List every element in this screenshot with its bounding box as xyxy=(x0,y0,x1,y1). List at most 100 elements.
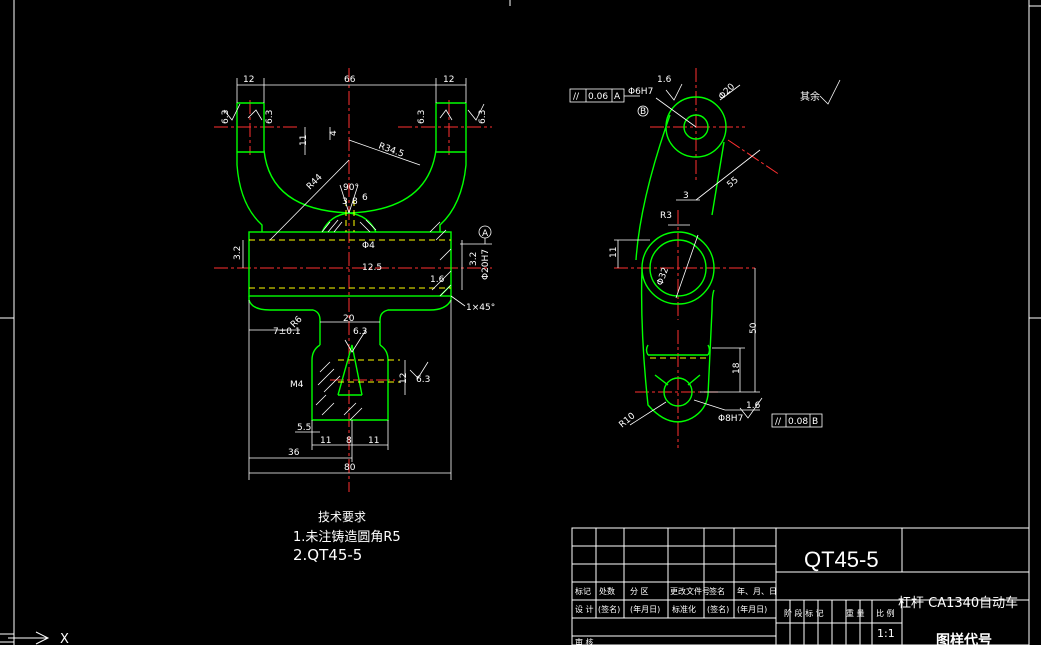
side-dimension-texts: // 0.06 A Φ6H7 1.6 Φ20 B 3 55 R3 11 Φ32 … xyxy=(573,75,820,430)
dim-top-left-12: 12 xyxy=(243,75,254,85)
rough-6-3-mid: 6.3 xyxy=(353,327,367,337)
dim-7: 7±0.1 xyxy=(273,327,301,337)
dim-12-5: 12.5 xyxy=(362,263,382,273)
dim-3-2-right: 3.2 xyxy=(469,252,479,266)
dim-top-right-12: 12 xyxy=(443,75,454,85)
tolerance-box-bottom xyxy=(771,413,823,428)
hdr-change-doc: 更改文件号 xyxy=(670,586,710,596)
front-centerlines xyxy=(214,68,492,492)
standardize-label: 标准化 xyxy=(672,604,696,614)
material-label: QT45-5 xyxy=(804,547,879,572)
tol-top-sym: // xyxy=(573,92,580,102)
dim-small-6: 6 xyxy=(362,193,368,203)
hdr-sign: 签名 xyxy=(709,586,725,596)
dim-r345: R34.5 xyxy=(377,141,405,159)
dim-11b: 11 xyxy=(368,436,379,446)
dim-11: 11 xyxy=(609,247,619,258)
dim-50: 50 xyxy=(749,322,759,334)
circle-b-label: B xyxy=(640,107,646,117)
dim-phi20: Φ20 xyxy=(717,82,737,102)
front-view: 12 66 12 6.3 6.3 6.3 6.3 11 4 R34.5 R44 … xyxy=(214,68,495,492)
ucs-x-label: X xyxy=(60,632,69,645)
datum-a-label: A xyxy=(482,229,489,239)
dim-r44: R44 xyxy=(305,172,325,192)
dim-bore-phi20h7: Φ20H7 xyxy=(481,249,491,280)
front-outline xyxy=(236,102,467,421)
dim-r3: R3 xyxy=(660,211,672,221)
dim-36: 36 xyxy=(288,448,300,458)
dim-55: 55 xyxy=(726,175,741,190)
dim-phi6h7: Φ6H7 xyxy=(628,87,653,97)
front-hidden-lines xyxy=(249,200,451,383)
ucs-icon xyxy=(0,631,50,645)
side-roughness-symbols xyxy=(665,79,841,419)
dim-r10: R10 xyxy=(618,411,638,430)
tol-bot-sym: // xyxy=(775,417,782,427)
datum-a-symbol xyxy=(460,225,492,245)
dim-phi4: Φ4 xyxy=(362,241,375,251)
scale-value: 1:1 xyxy=(877,627,895,640)
dim-80: 80 xyxy=(344,463,356,473)
title-block-texts: QT45-5 杠杆 CA1340自动车 图样代号 标记 处数 分 区 更改文件号… xyxy=(575,547,1018,645)
tech-requirements: 技术要求 1.未注铸造圆角R5 2.QT45-5 xyxy=(293,510,401,564)
tech-req-title: 技术要求 xyxy=(318,510,366,524)
dim-small-8: 8 xyxy=(352,197,358,207)
side-view: // 0.06 A Φ6H7 1.6 Φ20 B 3 55 R3 11 Φ32 … xyxy=(569,68,841,448)
dim-3: 3 xyxy=(683,191,689,201)
stage-mark-label: 阶 段 标 记 xyxy=(784,608,824,618)
weight-label: 重 量 xyxy=(846,608,865,618)
hdr-mark: 标记 xyxy=(575,586,591,596)
tol-bot-ref: B xyxy=(812,417,818,427)
front-hatch xyxy=(315,219,452,421)
design-date: (年月日) xyxy=(630,604,660,614)
front-roughness-symbols xyxy=(223,103,485,379)
standardize-date: (年月日) xyxy=(737,604,767,614)
dim-phi32: Φ32 xyxy=(655,266,671,287)
dim-angle-90: 90° xyxy=(343,183,359,193)
tol-top-val: 0.06 xyxy=(588,92,608,102)
rough-left-inner: 6.3 xyxy=(265,110,275,124)
rough-right-outer: 6.3 xyxy=(478,110,488,124)
dim-m4: M4 xyxy=(290,380,304,390)
dim-11: 11 xyxy=(299,135,309,146)
tech-req-line2: 2.QT45-5 xyxy=(293,546,362,564)
front-dimension-texts: 12 66 12 6.3 6.3 6.3 6.3 11 4 R34.5 R44 … xyxy=(221,75,495,473)
dim-5-5: 5.5 xyxy=(297,423,311,433)
dim-top-total-66: 66 xyxy=(344,75,356,85)
front-dimension-lines xyxy=(236,78,467,480)
dim-18: 18 xyxy=(732,362,742,374)
hdr-date: 年、月、日 xyxy=(737,586,777,596)
title-block xyxy=(571,527,1030,645)
part-name-label: 杠杆 CA1340自动车 xyxy=(898,595,1018,611)
rough-6-3-right: 6.3 xyxy=(416,375,430,385)
dim-chamfer: 1×45° xyxy=(466,303,495,313)
standardize-sign: (签名) xyxy=(707,604,729,614)
rough-1-6-top: 1.6 xyxy=(657,75,672,85)
rough-left-outer: 6.3 xyxy=(221,110,231,124)
tol-bot-val: 0.08 xyxy=(788,417,808,427)
dim-4: 4 xyxy=(329,130,339,136)
other-surfaces-note: 其余 xyxy=(800,90,820,103)
side-dimension-lines xyxy=(614,84,761,426)
circle-b-symbol xyxy=(637,105,649,117)
tech-req-line1: 1.未注铸造圆角R5 xyxy=(293,529,401,545)
dim-small-3: 3 xyxy=(342,197,348,207)
dim-8: 8 xyxy=(346,436,352,446)
hdr-count: 处数 xyxy=(599,586,615,596)
tol-top-ref: A xyxy=(614,92,621,102)
dim-12: 12 xyxy=(399,373,409,384)
side-centerlines xyxy=(614,68,781,448)
rough-1-6-bot: 1.6 xyxy=(746,401,761,411)
drawing-code-label: 图样代号 xyxy=(936,632,992,645)
dim-20: 20 xyxy=(343,314,355,324)
dim-11a: 11 xyxy=(320,436,331,446)
design-sign: (签名) xyxy=(598,604,620,614)
side-outline xyxy=(635,96,727,423)
hdr-zone: 分 区 xyxy=(630,587,649,596)
dim-3-2-left: 3.2 xyxy=(233,246,243,260)
design-label: 设 计 xyxy=(575,604,594,614)
dim-1-6: 1.6 xyxy=(430,275,445,285)
tolerance-box-top xyxy=(569,88,640,103)
